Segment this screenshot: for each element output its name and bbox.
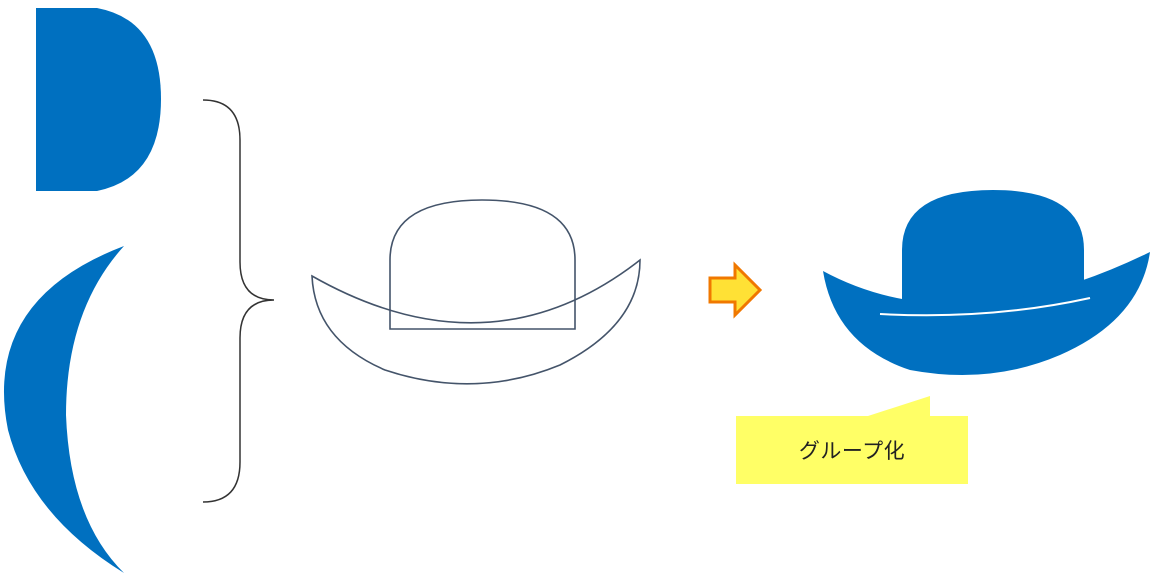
group-callout-box bbox=[736, 396, 968, 484]
grouped-crown-shape[interactable] bbox=[902, 190, 1084, 320]
curly-brace bbox=[202, 99, 275, 503]
assembled-brim-outline bbox=[311, 258, 641, 385]
right-arrow-icon bbox=[708, 261, 763, 319]
callout-label: グループ化 bbox=[798, 439, 906, 463]
assembled-crown-outline bbox=[389, 199, 576, 330]
group-separator-line bbox=[879, 297, 1091, 317]
hat-crown-shape[interactable] bbox=[36, 8, 161, 191]
hat-brim-shape[interactable] bbox=[3, 246, 124, 573]
